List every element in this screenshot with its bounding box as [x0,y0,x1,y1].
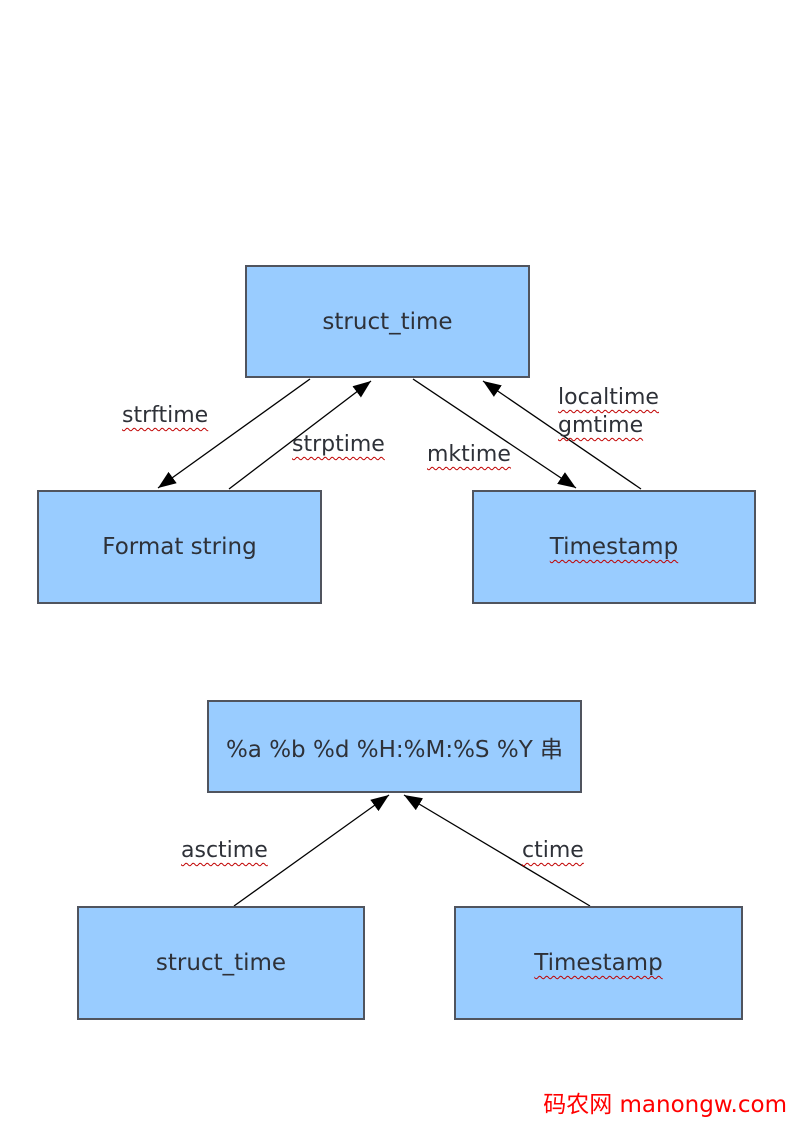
node-timestamp-top: Timestamp [472,490,756,604]
edge-strftime-arrow [157,378,311,489]
node-struct-time-top-label: struct_time [322,308,453,335]
node-timestamp-bottom: Timestamp [454,906,743,1020]
edge-label-strptime: strptime [292,432,385,457]
edge-label-ctime: ctime [522,838,584,863]
node-format-string: Format string [37,490,322,604]
edge-strptime-arrow [228,380,372,490]
edge-ctime-arrow [403,794,591,907]
edge-label-mktime: mktime [427,442,511,467]
edge-label-gmtime-line: gmtime [558,413,644,438]
edge-label-localtime-gmtime: localtime gmtime [558,384,659,440]
edge-mktime-arrow [482,380,642,490]
node-struct-time-bottom: struct_time [77,906,365,1020]
node-struct-time-bottom-label: struct_time [155,950,287,976]
node-struct-time-top: struct_time [245,265,530,378]
edge-asctime-arrow [233,794,390,907]
edge-label-localtime-line: localtime [558,385,659,410]
edge-localtime-gmtime-arrow [412,378,577,489]
edge-label-asctime: asctime [181,838,268,863]
edge-label-strftime: strftime [122,403,209,428]
site-watermark: 码农网 manongw.com [543,1092,787,1118]
node-timestamp-bottom-label: Timestamp [534,950,663,976]
node-timestamp-top-label: Timestamp [549,534,679,560]
node-format-string-label: Format string [102,534,257,560]
node-format-pattern: %a %b %d %H:%M:%S %Y 串 [207,700,582,793]
node-format-pattern-label: %a %b %d %H:%M:%S %Y 串 [225,736,564,763]
